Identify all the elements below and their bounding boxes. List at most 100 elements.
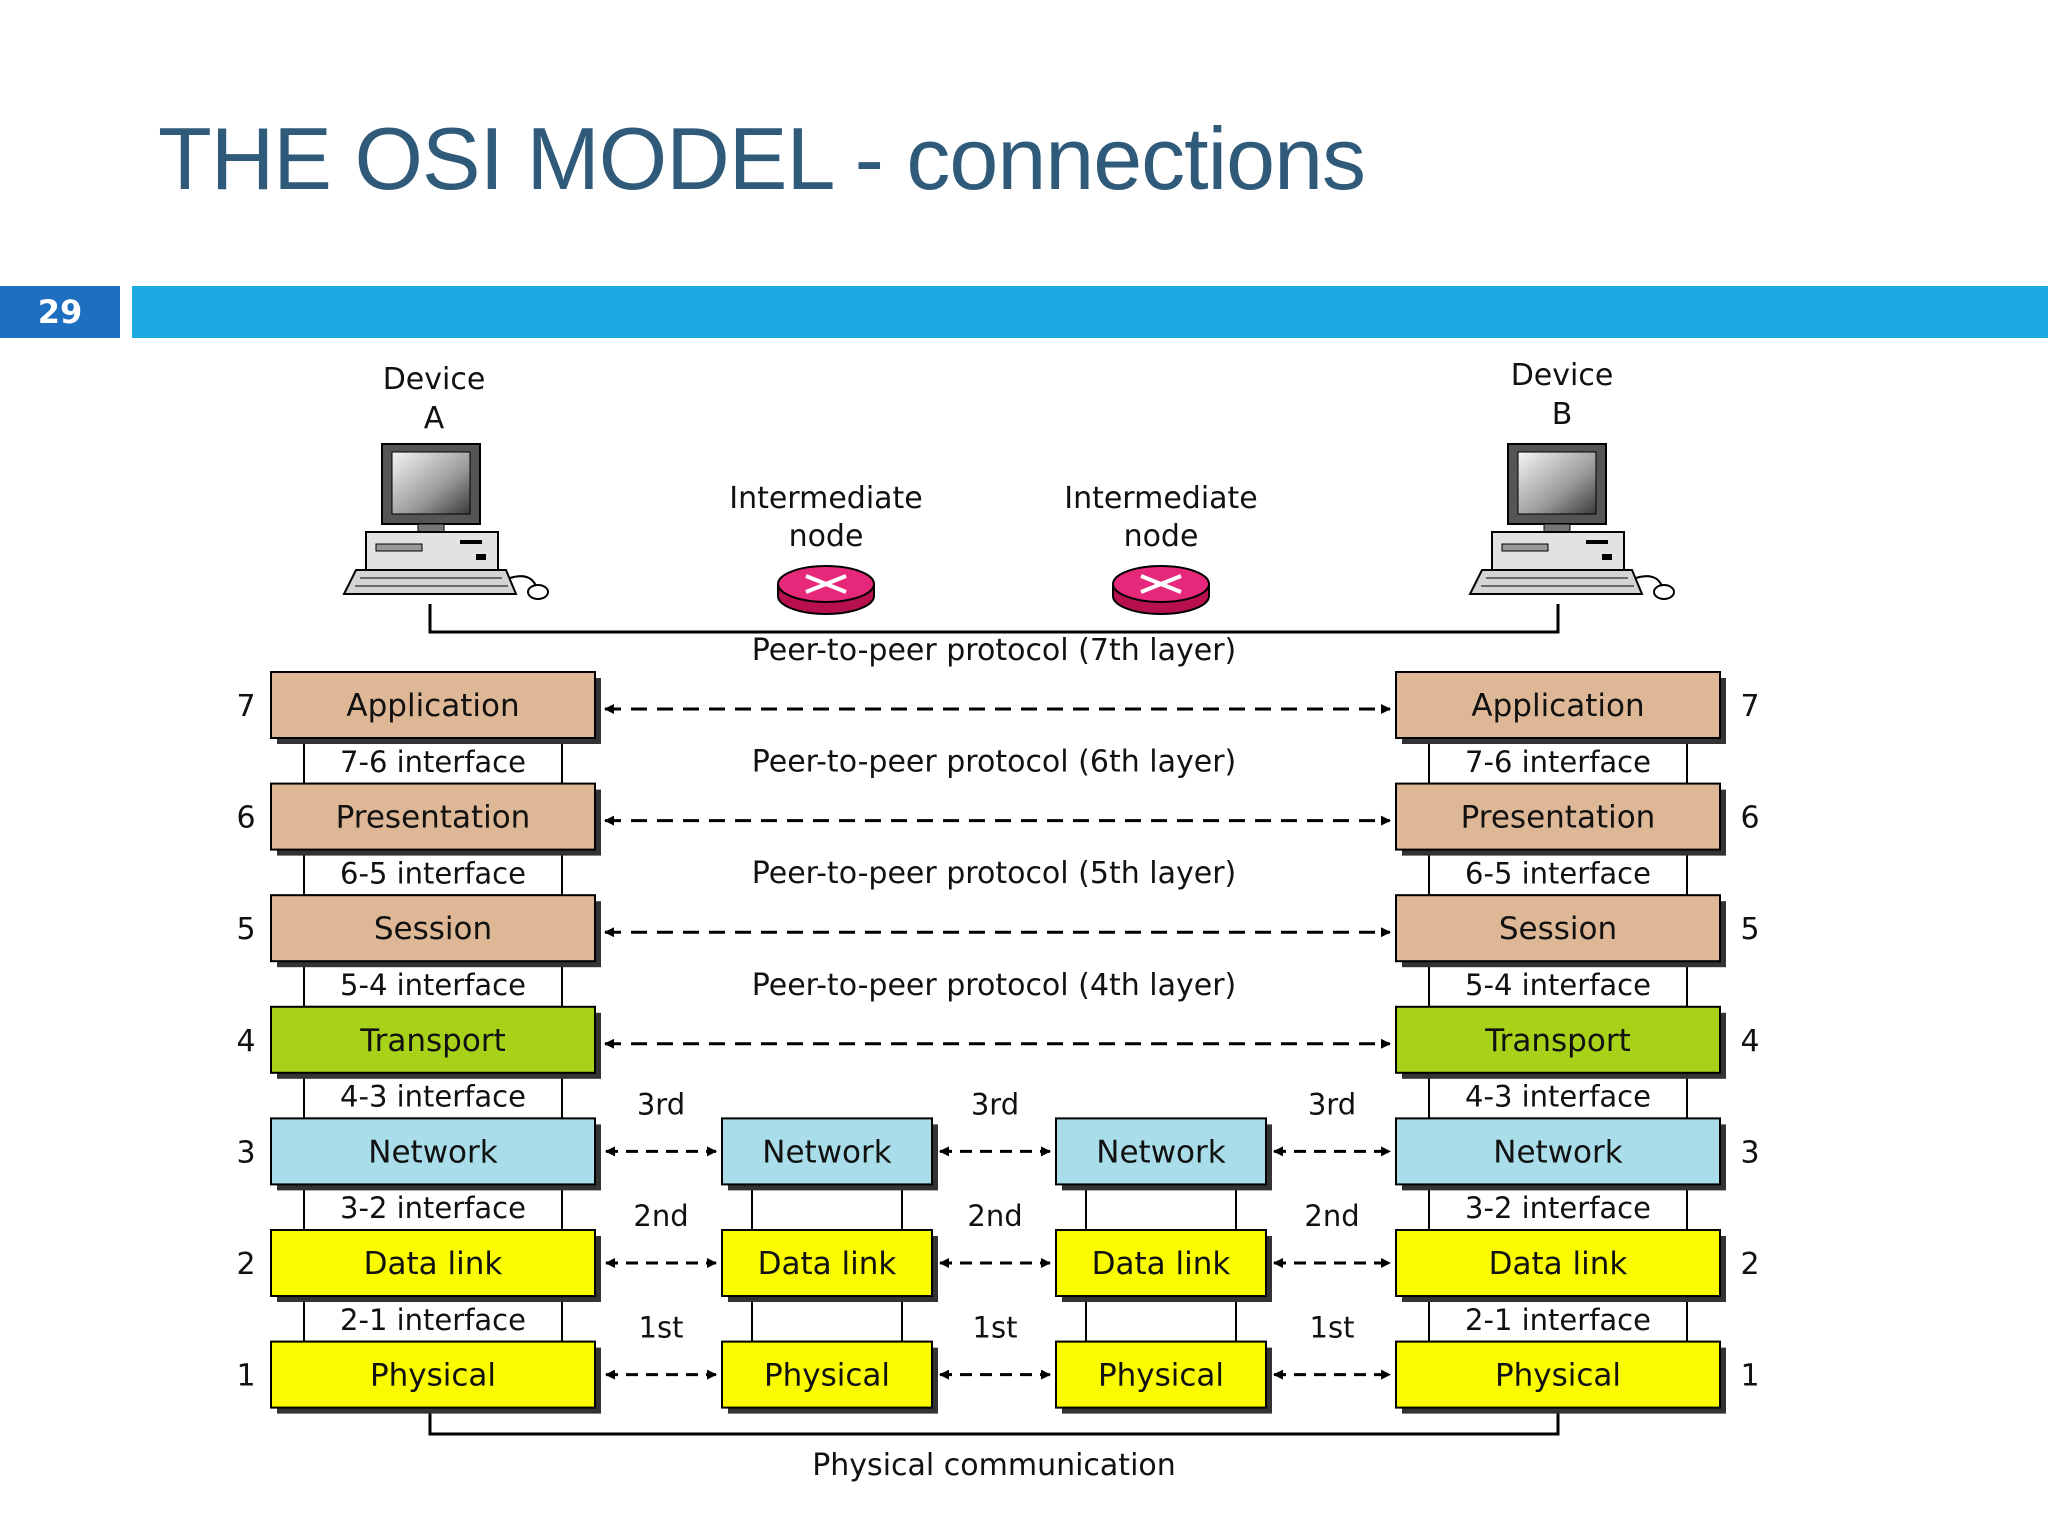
device-b-label-line1: Device <box>1511 358 1614 393</box>
computer-icon-device-b <box>1468 443 1675 600</box>
layer-box-data-link-node2 <box>1055 1229 1267 1297</box>
interface-label-b: 4-3 interface <box>1465 1080 1651 1114</box>
node-interface-strip-node2 <box>1085 1295 1237 1343</box>
layer-number-left: 2 <box>236 1247 255 1282</box>
layer-box-data-link-a <box>270 1229 596 1297</box>
layer-box-physical-node2 <box>1055 1340 1267 1409</box>
layer-stacks: 7-6 interface 6-5 interface 5-4 interface 4… <box>236 633 1760 1414</box>
layer-box-physical-node1 <box>721 1340 933 1409</box>
layer-label-session-b: Session <box>1499 911 1617 947</box>
node-interface-strip-node2 <box>1085 1183 1237 1232</box>
router-icon <box>1112 565 1210 615</box>
interface-label-a: 7-6 interface <box>340 745 526 779</box>
layer-number-right: 2 <box>1740 1247 1759 1282</box>
computer-icon-device-a <box>342 443 549 600</box>
layer-box-network-node1 <box>721 1117 933 1186</box>
hop-label-3-1: 3rd <box>637 1087 685 1121</box>
interface-label-a: 4-3 interface <box>340 1080 526 1114</box>
peer-protocol-label-6: Peer-to-peer protocol (6th layer) <box>752 745 1236 780</box>
top-connection-line <box>428 604 1560 634</box>
layer-box-data-link-b <box>1395 1229 1721 1297</box>
layer-box-physical-a <box>270 1340 596 1409</box>
layer-number-right: 3 <box>1740 1135 1759 1170</box>
interface-strip-b <box>1428 848 1688 897</box>
layer-box-presentation-b <box>1395 782 1721 851</box>
interface-strip-b <box>1428 1071 1688 1120</box>
layer-label-session-a: Session <box>374 911 492 947</box>
layer-label-application-a: Application <box>346 688 519 724</box>
intermediate-node-1-label-line2: node <box>789 519 864 554</box>
layer-label-physical-node1: Physical <box>764 1358 890 1394</box>
layer-number-right: 6 <box>1740 801 1759 836</box>
router-icon <box>777 565 875 615</box>
layer-number-left: 7 <box>236 689 255 724</box>
intermediate-node-2-label-line2: node <box>1124 519 1199 554</box>
layer-box-network-b <box>1395 1117 1721 1186</box>
layer-label-physical-a: Physical <box>370 1358 496 1394</box>
interface-label-b: 7-6 interface <box>1465 745 1651 779</box>
layer-box-physical-b <box>1395 1340 1721 1409</box>
hop-label-2-2: 2nd <box>967 1199 1022 1233</box>
intermediate-node-1-label-line1: Intermediate <box>729 481 923 516</box>
layer-label-network-node2: Network <box>1096 1134 1225 1170</box>
node-interface-strip-node1 <box>751 1183 903 1232</box>
peer-protocol-label-4: Peer-to-peer protocol (4th layer) <box>752 968 1236 1003</box>
layer-box-data-link-node1 <box>721 1229 933 1297</box>
layer-label-network-a: Network <box>368 1134 497 1170</box>
device-a-label-line1: Device <box>383 362 486 397</box>
hop-label-3-3: 3rd <box>1308 1087 1356 1121</box>
slide-number: 29 <box>0 286 120 338</box>
interface-label-b: 3-2 interface <box>1465 1191 1651 1225</box>
interface-label-a: 5-4 interface <box>340 968 526 1002</box>
interface-strip-b <box>1428 737 1688 785</box>
layer-number-right: 4 <box>1740 1024 1759 1059</box>
node-interface-strip-node1 <box>751 1295 903 1343</box>
peer-protocol-label-5: Peer-to-peer protocol (5th layer) <box>752 856 1236 891</box>
layer-label-physical-b: Physical <box>1495 1358 1621 1394</box>
hop-label-2-1: 2nd <box>633 1199 688 1233</box>
hop-label-1-3: 1st <box>1310 1311 1355 1345</box>
hop-label-1-1: 1st <box>639 1311 684 1345</box>
interface-label-a: 3-2 interface <box>340 1191 526 1225</box>
device-a-label-line2: A <box>424 401 445 436</box>
interface-label-b: 2-1 interface <box>1465 1303 1651 1337</box>
hop-label-1-2: 1st <box>973 1311 1018 1345</box>
interface-label-a: 6-5 interface <box>340 856 526 890</box>
layer-number-left: 6 <box>236 801 255 836</box>
intermediate-node-2-label-line1: Intermediate <box>1064 481 1258 516</box>
device-b-label-line2: B <box>1552 397 1573 432</box>
layer-label-data-link-b: Data link <box>1489 1246 1628 1282</box>
interface-strip-a <box>303 848 563 897</box>
layer-label-application-b: Application <box>1471 688 1644 724</box>
layer-box-presentation-a <box>270 782 596 851</box>
slide-title: THE OSI MODEL - connections <box>158 109 1366 208</box>
layer-number-right: 7 <box>1740 689 1759 724</box>
layer-box-transport-a <box>270 1005 596 1074</box>
hop-label-2-3: 2nd <box>1304 1199 1359 1233</box>
interface-label-b: 6-5 interface <box>1465 856 1651 890</box>
layer-box-network-node2 <box>1055 1117 1267 1186</box>
layer-label-data-link-node1: Data link <box>758 1246 897 1282</box>
layer-box-session-a <box>270 894 596 963</box>
title-bar <box>132 286 2048 338</box>
layer-number-left: 3 <box>236 1135 255 1170</box>
layer-label-presentation-b: Presentation <box>1461 800 1656 836</box>
layer-label-network-b: Network <box>1493 1134 1622 1170</box>
interface-strip-a <box>303 737 563 785</box>
physical-communication-label: Physical communication <box>812 1448 1176 1483</box>
interface-strip-b <box>1428 960 1688 1008</box>
layer-label-data-link-a: Data link <box>364 1246 503 1282</box>
layer-number-right: 5 <box>1740 912 1759 947</box>
peer-protocol-label-7: Peer-to-peer protocol (7th layer) <box>752 633 1236 668</box>
layer-box-application-b <box>1395 671 1721 739</box>
layer-box-session-b <box>1395 894 1721 963</box>
layer-number-right: 1 <box>1740 1359 1759 1394</box>
layer-box-transport-b <box>1395 1005 1721 1074</box>
layer-label-transport-a: Transport <box>359 1023 505 1059</box>
layer-label-network-node1: Network <box>762 1134 891 1170</box>
interface-strip-b <box>1428 1183 1688 1232</box>
layer-number-left: 5 <box>236 912 255 947</box>
layer-number-left: 4 <box>236 1024 255 1059</box>
interface-strip-a <box>303 1295 563 1343</box>
